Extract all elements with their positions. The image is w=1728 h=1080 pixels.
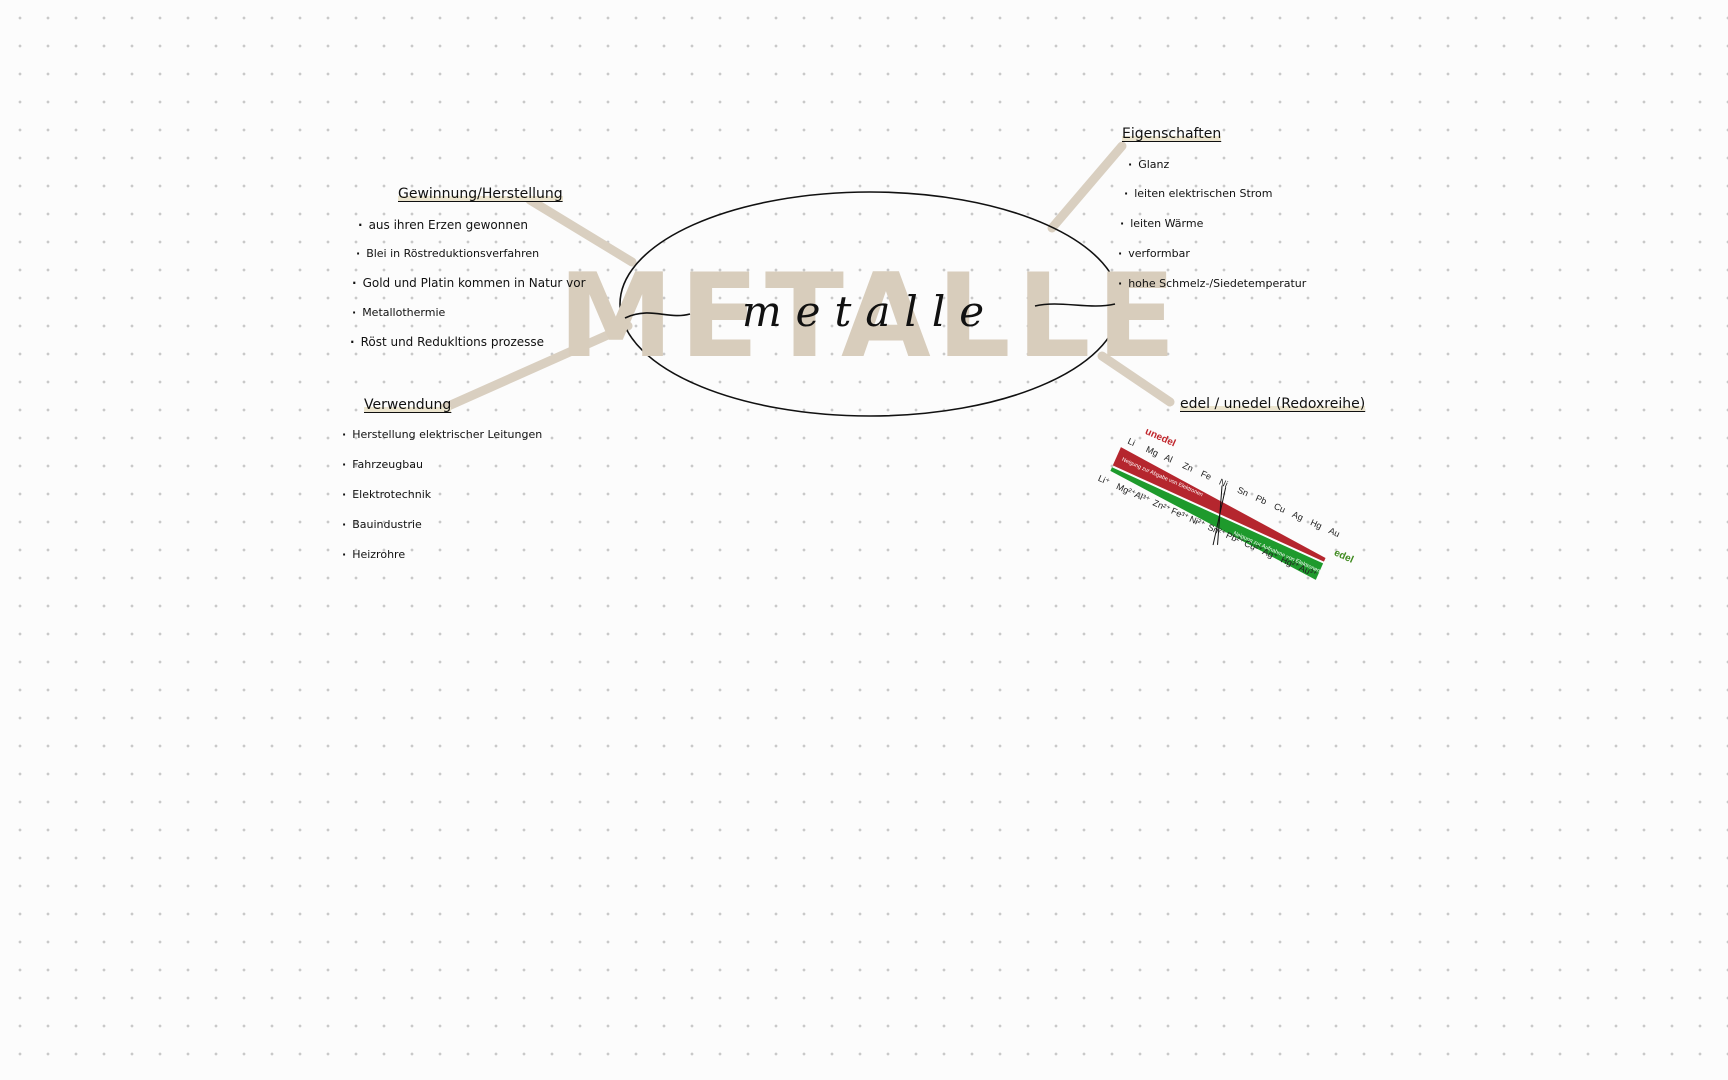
heading-edel: edel / unedel (Redoxreihe) (1180, 396, 1366, 412)
branch-line-gewinnung (525, 195, 637, 267)
redox-metal-label: Cu (1272, 501, 1287, 515)
branch-lines (439, 141, 1175, 413)
list-item: Herstellung elektrischer Leitungen (342, 428, 542, 441)
list-item: Metallothermie (352, 306, 445, 319)
list-item: Heizrohre (342, 548, 405, 561)
redox-metal-label: Li (1126, 436, 1136, 448)
redox-metal-label: Mg (1144, 444, 1160, 458)
redox-metal-label: Al (1163, 452, 1174, 464)
redox-ion-label: Al³⁺ (1133, 489, 1152, 505)
center-script-underline (624, 303, 1116, 319)
heading-verwendung: Verwendung (364, 397, 452, 413)
list-item: Röst und Redukltions prozesse (350, 335, 545, 349)
heading-edel-text: edel / unedel (Redoxreihe) (1180, 396, 1366, 412)
center-big-word: METALLE (558, 249, 1182, 384)
center-ellipse (619, 191, 1121, 417)
list-item: hohe Schmelz-/Siedetemperatur (1118, 277, 1306, 290)
redox-red-band (1112, 447, 1326, 562)
redox-green-band (1110, 467, 1324, 580)
list-item: aus ihren Erzen gewonnen (358, 218, 528, 232)
redox-metal-label: Ni (1218, 477, 1230, 490)
list-item: Gold und Platin kommen in Natur vor (352, 276, 586, 290)
redox-metal-label: Au (1327, 525, 1341, 539)
redox-metal-label: Pb (1254, 493, 1268, 507)
heading-verwendung-text: Verwendung (364, 397, 452, 413)
list-item: leiten elektrischen Strom (1124, 187, 1272, 200)
redox-metal-label: Fe (1199, 469, 1213, 482)
branch-line-edel (1097, 351, 1175, 407)
redox-metal-label: Hg (1309, 517, 1324, 531)
list-item: Blei in Röstreduktionsverfahren (356, 247, 539, 260)
redox-metal-label: Zn (1181, 460, 1195, 473)
heading-eigenschaften-text: Eigenschaften (1122, 126, 1222, 142)
list-item: verformbar (1118, 247, 1190, 260)
redox-ion-row: Li⁺Mg²⁺Al³⁺Zn²⁺Fe³⁺Ni²⁺Sn²⁺Pb²⁺Cu²⁺Ag⁺Hg… (1097, 473, 1319, 579)
redox-metal-label: Ag (1291, 509, 1305, 523)
redox-metal-label: Sn (1236, 485, 1250, 499)
list-item: Fahrzeugbau (342, 458, 423, 471)
redox-cross-line-2 (1217, 485, 1223, 545)
center-script-word: metalle (742, 287, 998, 336)
heading-eigenschaften: Eigenschaften (1122, 126, 1222, 142)
redox-ion-label: Li⁺ (1097, 473, 1112, 487)
list-item: Elektrotechnik (342, 488, 431, 501)
list-item: Bauindustrie (342, 518, 422, 531)
heading-gewinnung: Gewinnung/Herstellung (398, 186, 563, 202)
branch-line-eigenschaften (1047, 141, 1127, 233)
redox-label-edel: edel (1332, 548, 1355, 566)
heading-gewinnung-text: Gewinnung/Herstellung (398, 186, 563, 202)
list-item: Glanz (1128, 158, 1169, 171)
list-item: leiten Wärme (1120, 217, 1203, 230)
branch-line-verwendung (439, 321, 633, 413)
